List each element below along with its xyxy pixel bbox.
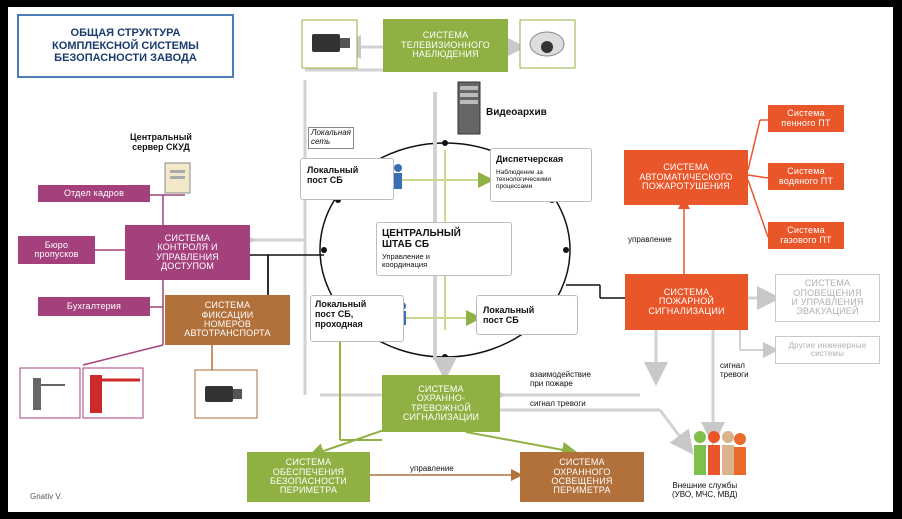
turnstile-icon xyxy=(19,367,81,419)
central-server-label: Центральный сервер СКУД xyxy=(130,132,192,152)
local-post-2-label: Локальный пост СБ xyxy=(483,305,535,325)
central-hq-label: ЦЕНТРАЛЬНЫЙ ШТАБ СБ xyxy=(382,228,461,250)
alarm-signal-right-label: сигнал тревоги xyxy=(720,361,749,379)
foam-suppression-box: Система пенного ПТ xyxy=(768,105,844,132)
local-post-gate-box: Локальный пост СБ, проходная xyxy=(310,295,404,342)
evacuation-system-box: СИСТЕМА ОПОВЕЩЕНИЯ И УПРАВЛЕНИЯ ЭВАКУАЦИ… xyxy=(775,274,880,322)
dispatch-box: Диспетчерская Наблюдение за технологичес… xyxy=(490,148,592,202)
dispatch-label: Диспетчерская xyxy=(496,154,564,164)
auto-fire-suppression-box: СИСТЕМА АВТОМАТИЧЕСКОГО ПОЖАРОТУШЕНИЯ xyxy=(624,150,748,205)
plate-recognition-box: СИСТЕМА ФИКСАЦИИ НОМЕРОВ АВТОТРАНСПОРТА xyxy=(165,295,290,345)
central-server-icon xyxy=(164,162,191,194)
pass-office-box: Бюро пропусков xyxy=(18,236,95,264)
security-alarm-system-box: СИСТЕМА ОХРАННО- ТРЕВОЖНОЙ СИГНАЛИЗАЦИИ xyxy=(382,375,500,432)
hr-department-box: Отдел кадров xyxy=(38,185,150,202)
external-services-label: Внешние службы (УВО, МЧС, МВД) xyxy=(672,481,738,499)
access-control-system-box: СИСТЕМА КОНТРОЛЯ И УПРАВЛЕНИЯ ДОСТУПОМ xyxy=(125,225,250,280)
local-post-2-box: Локальный пост СБ xyxy=(476,295,578,335)
external-services-icon xyxy=(694,431,746,475)
fire-alarm-system-box: СИСТЕМА ПОЖАРНОЙ СИГНАЛИЗАЦИИ xyxy=(625,274,748,330)
author-label: Gnativ V. xyxy=(30,492,63,501)
other-systems-box: Другие инженерные системы xyxy=(775,336,880,364)
plate-camera-icon xyxy=(194,369,258,419)
local-network-label: Локальная сеть xyxy=(308,127,354,149)
dispatch-sub: Наблюдение за технологическими процессам… xyxy=(496,169,551,191)
local-post-gate-label: Локальный пост СБ, проходная xyxy=(315,299,367,329)
alarm-signal-label: сигнал тревоги xyxy=(530,399,586,408)
central-hq-sub: Управление и координация xyxy=(382,252,430,270)
control-bottom-label: управление xyxy=(410,464,454,473)
control-label: управление xyxy=(628,235,672,244)
dome-camera-icon xyxy=(519,19,576,69)
barrier-icon xyxy=(82,367,144,419)
central-hq-box: ЦЕНТРАЛЬНЫЙ ШТАБ СБ Управление и координ… xyxy=(376,222,512,276)
camera-icon xyxy=(301,19,358,69)
accounting-box: Бухгалтерия xyxy=(38,297,150,316)
video-archive-label: Видеоархив xyxy=(486,107,547,118)
cctv-system-box: СИСТЕМА ТЕЛЕВИЗИОННОГО НАБЛЮДЕНИЯ xyxy=(383,19,508,72)
local-post-box: Локальный пост СБ xyxy=(300,158,394,200)
gas-suppression-box: Система газового ПТ xyxy=(768,222,844,249)
diagram-title: ОБЩАЯ СТРУКТУРА КОМПЛЕКСНОЙ СИСТЕМЫ БЕЗО… xyxy=(17,14,234,78)
local-post-label: Локальный пост СБ xyxy=(307,165,359,185)
water-suppression-box: Система водяного ПТ xyxy=(768,163,844,190)
interaction-label: взаимодействие при пожаре xyxy=(530,370,591,388)
lighting-system-box: СИСТЕМА ОХРАННОГО ОСВЕЩЕНИЯ ПЕРИМЕТРА xyxy=(520,452,644,502)
perimeter-system-box: СИСТЕМА ОБЕСПЕЧЕНИЯ БЕЗОПАСНОСТИ ПЕРИМЕТ… xyxy=(247,452,370,502)
server-icon xyxy=(457,81,481,135)
